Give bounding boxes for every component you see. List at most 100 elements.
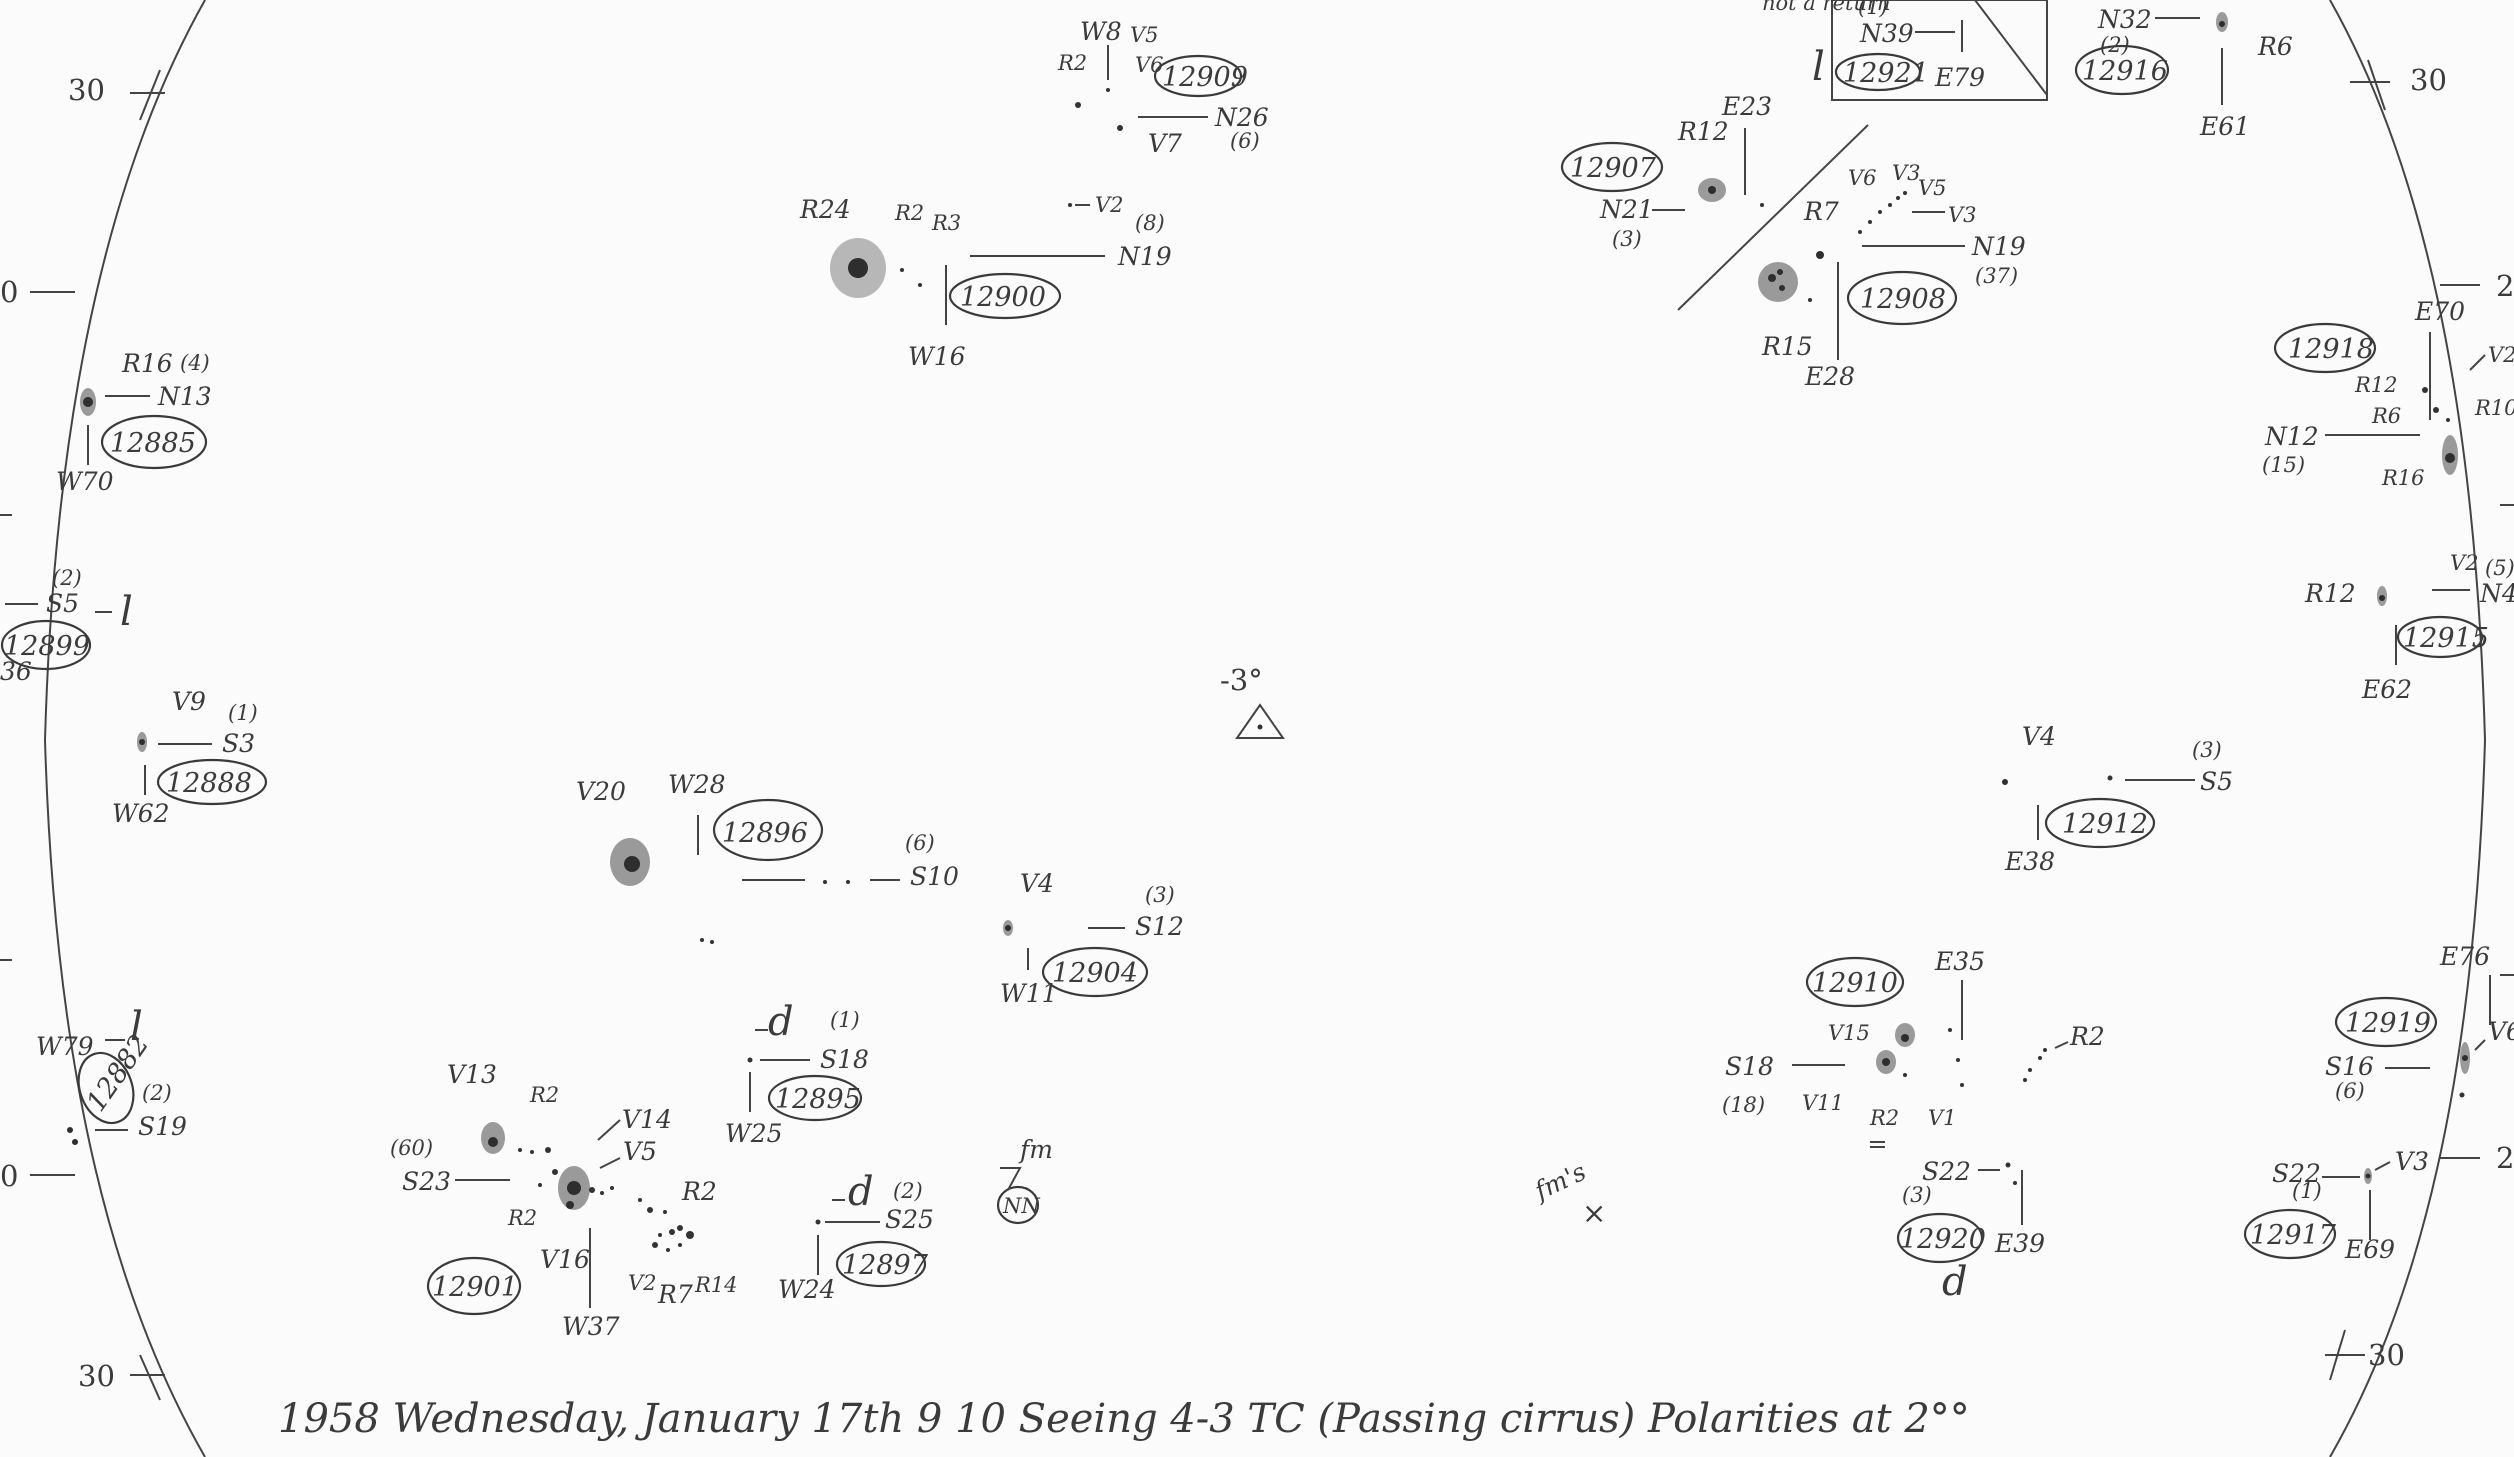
svg-text:E38: E38	[2004, 847, 2055, 876]
svg-text:12912: 12912	[2062, 809, 2148, 840]
svg-text:W24: W24	[778, 1275, 836, 1304]
svg-text:12895: 12895	[775, 1084, 861, 1115]
svg-text:l: l	[120, 589, 133, 635]
svg-text:V2: V2	[2488, 343, 2514, 367]
group-12888: 12888 V9 (1) S3 W62	[112, 687, 268, 828]
svg-text:12920: 12920	[1900, 1224, 1986, 1255]
svg-text:E39: E39	[1994, 1229, 2045, 1258]
scale-ticks	[0, 59, 2514, 1401]
svg-text:W79: W79	[36, 1032, 94, 1061]
svg-text:N26: N26	[1214, 103, 1269, 132]
svg-text:12919: 12919	[2345, 1008, 2431, 1039]
svg-text:E79: E79	[1934, 63, 1985, 92]
svg-text:12899: 12899	[4, 631, 90, 662]
svg-text:R6: R6	[2371, 404, 2401, 428]
svg-text:V2: V2	[1095, 193, 1124, 217]
svg-text:R3: R3	[931, 211, 961, 235]
group-NN: NN fm	[996, 1135, 1053, 1225]
svg-text:R2: R2	[2069, 1022, 2105, 1051]
svg-text:(3): (3)	[1612, 227, 1642, 251]
svg-text:d: d	[768, 999, 794, 1045]
group-12907: 12907 R12 E23 N21 (3)	[1560, 92, 1772, 251]
svg-text:R7: R7	[1803, 197, 1839, 226]
group-12916: 12916 N32 (2) R6 E61	[2074, 5, 2293, 141]
svg-text:E62: E62	[2361, 675, 2412, 704]
svg-text:R16: R16	[2381, 466, 2425, 490]
svg-text:not a return: not a return	[1762, 0, 1890, 15]
svg-text:(8): (8)	[1135, 211, 1165, 235]
svg-text:12915: 12915	[2403, 623, 2489, 654]
svg-text:E70: E70	[2414, 297, 2465, 326]
svg-text:R6: R6	[2257, 32, 2293, 61]
svg-text:12909: 12909	[1162, 62, 1248, 93]
svg-text:V6: V6	[1135, 53, 1164, 77]
divider-line	[1677, 124, 1869, 311]
svg-text:NN: NN	[1002, 1194, 1040, 1218]
svg-text:N19: N19	[1971, 232, 2026, 261]
svg-text:W16: W16	[908, 342, 966, 371]
svg-text:E35: E35	[1934, 947, 1985, 976]
svg-text:S5: S5	[46, 589, 79, 618]
svg-text:W8: W8	[1080, 17, 1122, 46]
svg-text:(1): (1)	[228, 701, 258, 725]
scale-label-right-top: 30	[2410, 63, 2447, 97]
svg-text:R2: R2	[1057, 51, 1087, 75]
solar-limb-left	[43, 0, 206, 1457]
svg-text:S18: S18	[820, 1045, 869, 1074]
scale-label-edge-right-b: 2	[2496, 1141, 2514, 1175]
group-12920: 12920 S22 (3) E39 d	[1896, 1157, 2045, 1305]
svg-text:12917: 12917	[2250, 1220, 2337, 1251]
svg-text:R12: R12	[2304, 579, 2356, 608]
group-12904: 12904 V4 (3) S12 W11	[1000, 869, 1184, 1008]
svg-text:S22: S22	[1922, 1157, 1971, 1186]
svg-text:(60): (60)	[390, 1136, 433, 1160]
svg-text:W70: W70	[56, 467, 114, 496]
solar-limb-right	[2329, 0, 2487, 1457]
svg-text:R12: R12	[2354, 373, 2398, 397]
svg-text:R7: R7	[657, 1280, 693, 1309]
group-12885: 12885 R16 (4) N13 W70	[56, 349, 212, 496]
svg-text:R2: R2	[1869, 1106, 1899, 1130]
scale-label-edge-left-b: 0	[0, 1159, 18, 1193]
group-12897: 12897 d (2) S25 W24	[778, 1169, 934, 1304]
svg-text:V9: V9	[172, 687, 206, 716]
svg-text:12904: 12904	[1052, 958, 1138, 989]
x-mark: ×	[1582, 1196, 1606, 1230]
svg-text:S5: S5	[2200, 767, 2233, 796]
svg-text:N21: N21	[1599, 195, 1654, 224]
svg-text:(3): (3)	[2192, 738, 2222, 762]
svg-text:fm: fm	[1018, 1135, 1053, 1164]
svg-text:N4: N4	[2479, 579, 2514, 608]
svg-text:(6): (6)	[2335, 1079, 2365, 1103]
group-12915: 12915 R12 V2 (5) N4 E62	[2304, 551, 2514, 704]
group-12882: 12882 W79 l (2) S19	[36, 1004, 187, 1145]
svg-text:(2): (2)	[893, 1179, 923, 1203]
svg-text:V11: V11	[1802, 1091, 1844, 1115]
svg-text:R24: R24	[799, 195, 851, 224]
svg-text:d: d	[1942, 1259, 1968, 1305]
svg-text:R10: R10	[2474, 396, 2514, 420]
svg-text:R14: R14	[694, 1273, 738, 1297]
svg-text:12916: 12916	[2082, 56, 2168, 87]
group-12921: 12921 (1) N39 E79 l not a return	[1762, 0, 2048, 101]
observation-caption: 1958 Wednesday, January 17th 9 10 Seeing…	[278, 1396, 1970, 1442]
svg-text:12885: 12885	[110, 428, 196, 459]
svg-text:V13: V13	[447, 1060, 497, 1089]
svg-text:d: d	[848, 1169, 874, 1215]
scale-label-edge-right-a: 2	[2496, 269, 2514, 303]
svg-text:12888: 12888	[166, 768, 252, 799]
svg-text:R2: R2	[681, 1177, 717, 1206]
svg-text:(6): (6)	[1230, 129, 1260, 153]
svg-text:12921: 12921	[1843, 58, 1929, 89]
svg-text:S19: S19	[138, 1112, 187, 1141]
svg-text:l: l	[130, 1004, 143, 1050]
fms-note: fm's	[1528, 1157, 1590, 1206]
svg-text:V6: V6	[2488, 1017, 2514, 1046]
svg-text:V6: V6	[1848, 166, 1877, 190]
svg-text:W25: W25	[725, 1119, 783, 1148]
svg-text:N32: N32	[2097, 5, 2152, 34]
group-12919: 12919 E76 V6 S16 (6)	[2325, 942, 2514, 1103]
svg-text:R16: R16	[121, 349, 173, 378]
svg-text:E76: E76	[2439, 942, 2490, 971]
scale-label-left-bottom: 30	[78, 1359, 115, 1393]
